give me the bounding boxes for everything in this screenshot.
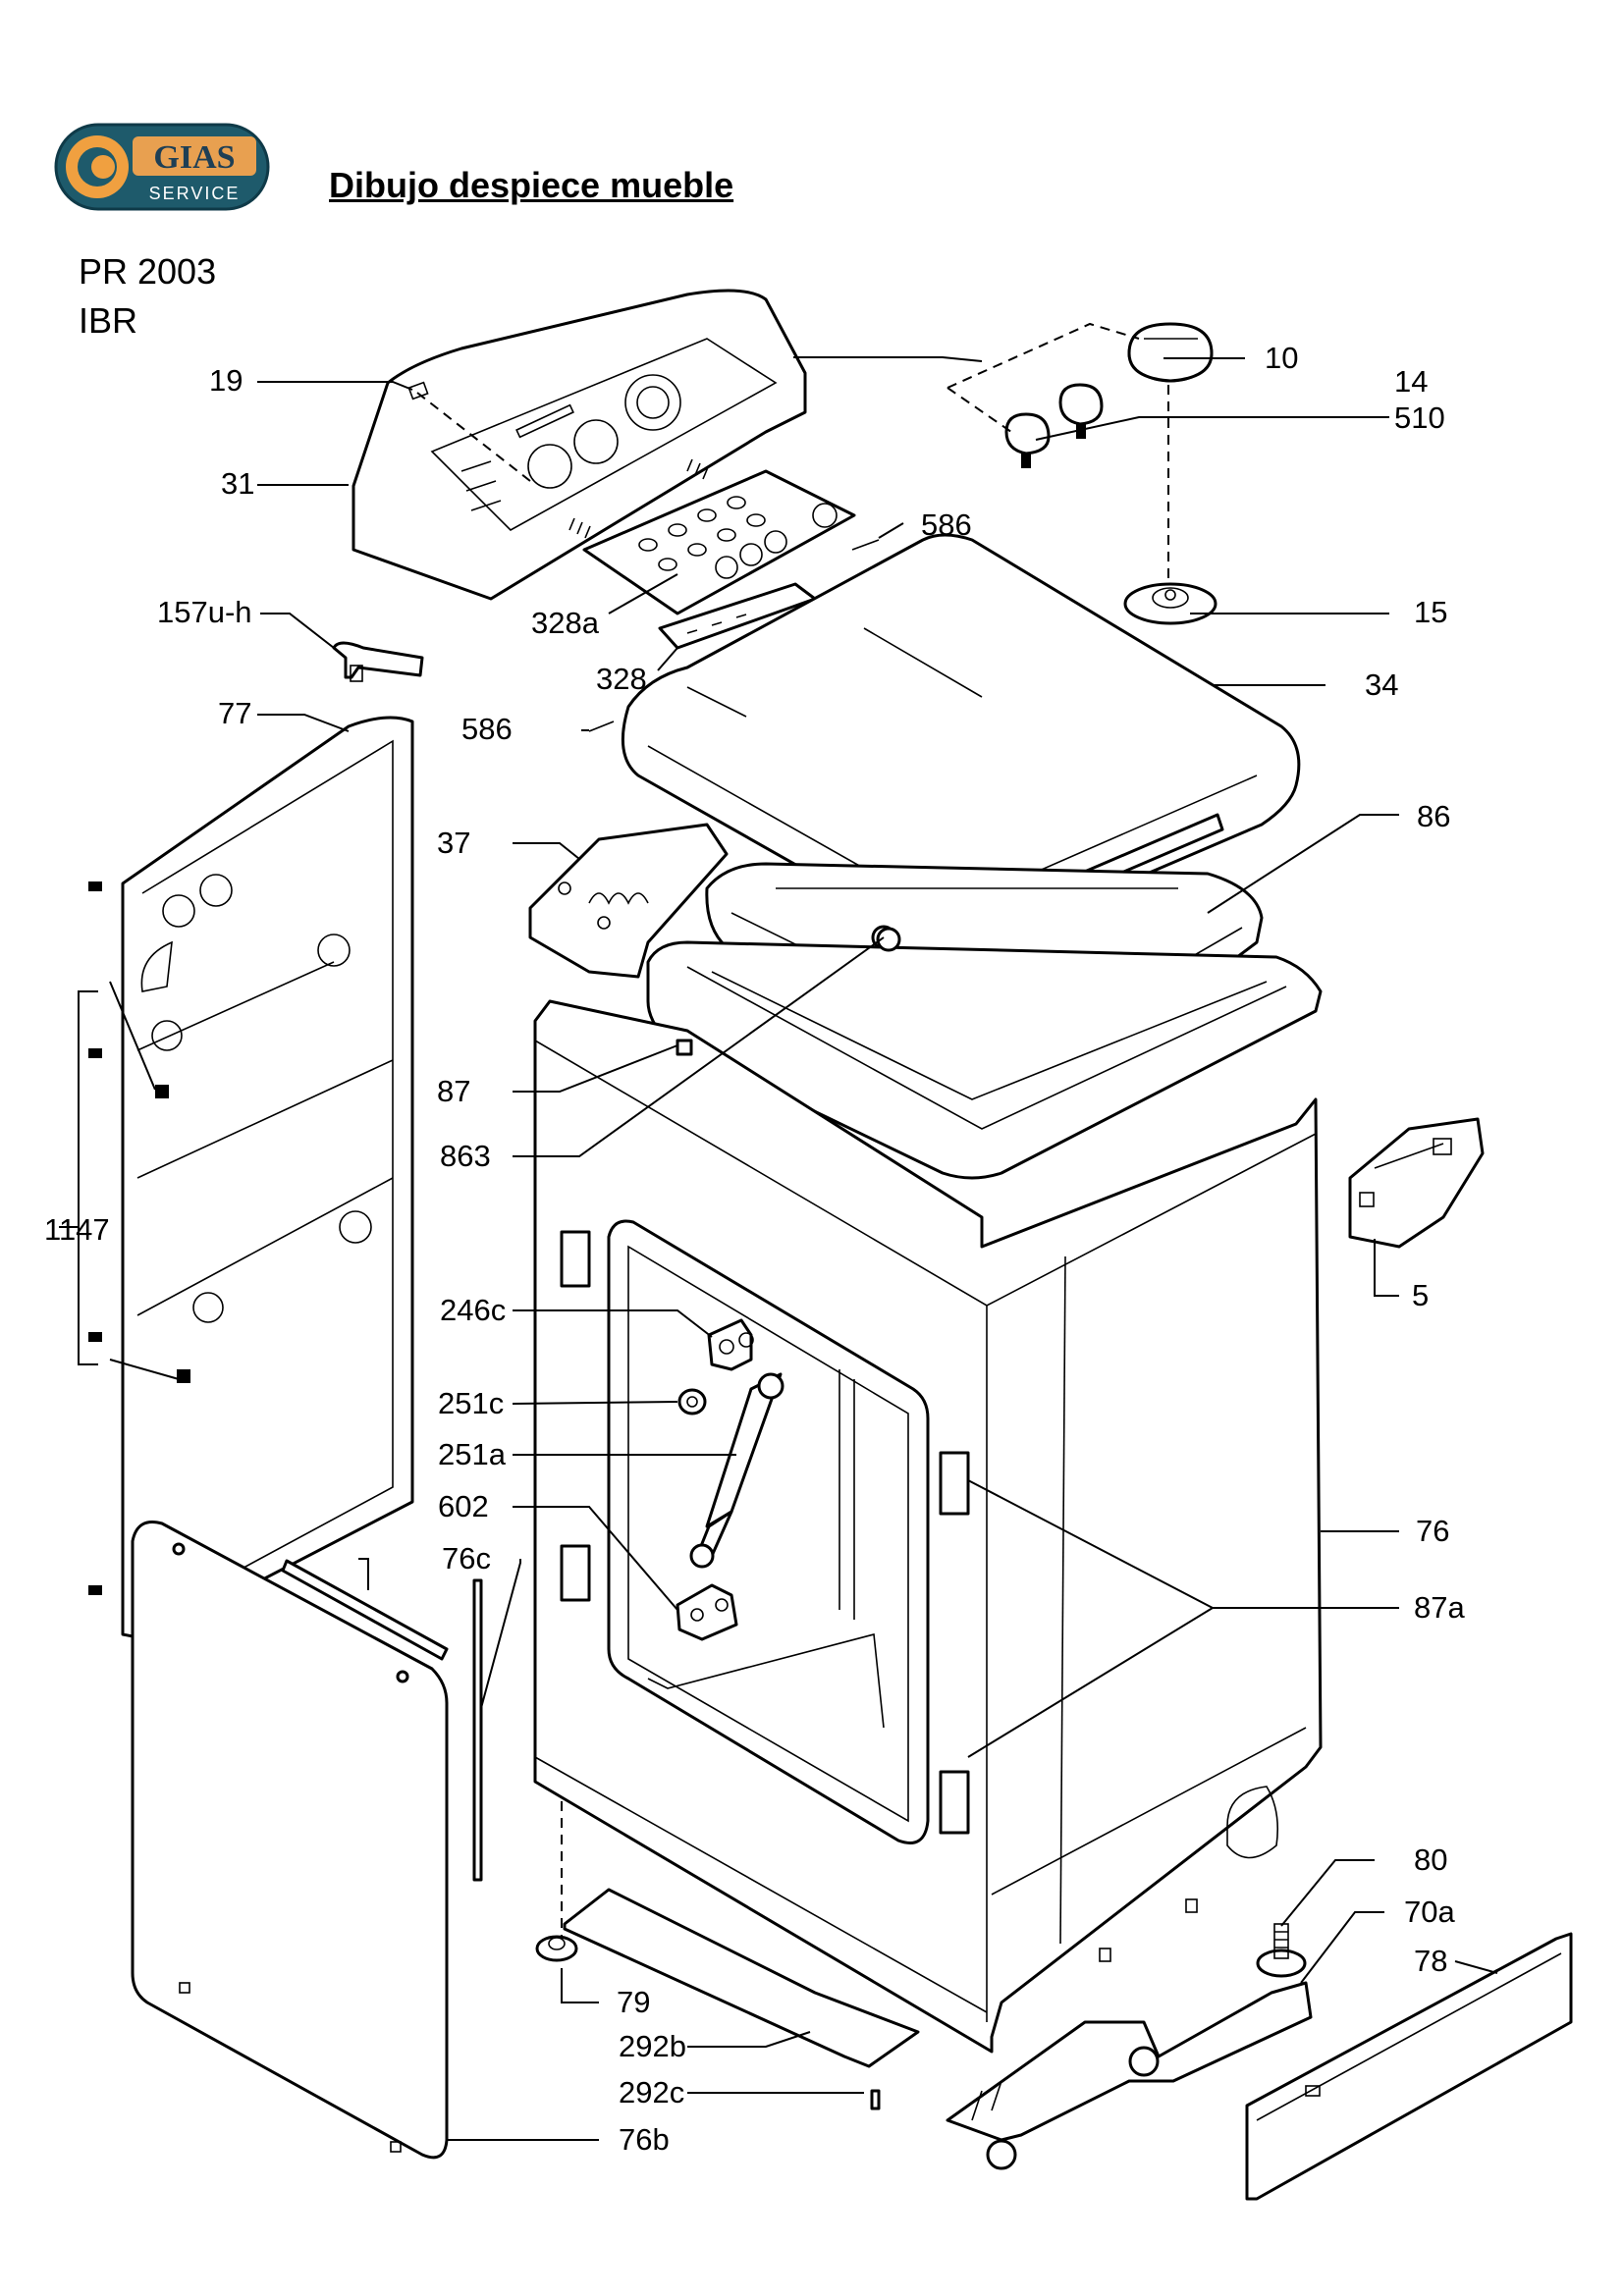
model-variant: IBR (79, 300, 138, 341)
callout-label: 14 (1394, 364, 1428, 399)
callout-label: 31 (221, 466, 254, 501)
electronic-board-part (582, 469, 856, 615)
cabinet-part (533, 999, 1323, 2054)
callout-label: 37 (437, 826, 470, 860)
callout-label: 863 (440, 1139, 491, 1173)
base-bracket-part (946, 1981, 1313, 2170)
gias-service-logo: GIAS SERVICE (54, 123, 270, 211)
callout-label: 76c (442, 1541, 491, 1575)
leader-lines (59, 356, 1498, 2141)
shock-absorber-part (676, 1318, 784, 1641)
callout-label: 70a (1404, 1895, 1455, 1929)
callout-label: 87a (1414, 1590, 1465, 1625)
callout-label: 586 (461, 712, 513, 746)
callout-label: 77 (218, 696, 251, 730)
rear-panel-part (121, 716, 414, 1641)
callout-label: 157u-h (157, 595, 252, 629)
model-code: PR 2003 (79, 251, 217, 292)
callout-label: 80 (1414, 1842, 1447, 1877)
dispenser-part (528, 823, 729, 979)
logo-wordmark: GIAS (153, 139, 235, 176)
timer-part (1123, 582, 1217, 625)
lid-part (621, 533, 1301, 951)
foot-part (535, 1935, 578, 1962)
callout-label: 10 (1265, 341, 1298, 375)
callout-label: 602 (438, 1489, 489, 1523)
plinth-part (1245, 1932, 1573, 2201)
logo-subtitle: SERVICE (149, 184, 241, 203)
part-callouts: 19 31 157u-h 77 1147 328a 328 586 586 10… (44, 341, 1465, 2157)
callout-label: 76 (1416, 1514, 1449, 1548)
adjustable-foot-part (1256, 1923, 1307, 1978)
callout-label: 34 (1365, 667, 1398, 702)
callout-label: 87 (437, 1074, 470, 1108)
callout-label: 251a (438, 1437, 507, 1471)
callout-label: 5 (1412, 1278, 1429, 1312)
callout-label: 251c (438, 1386, 504, 1420)
callout-label: 586 (921, 507, 972, 542)
callout-label: 15 (1414, 595, 1447, 629)
screw-part (88, 881, 190, 1595)
callout-label: 510 (1394, 400, 1445, 435)
callout-label: 79 (617, 1985, 650, 2019)
callout-label: 1147 (44, 1212, 110, 1247)
callout-label: 86 (1417, 799, 1450, 833)
callout-label: 19 (209, 363, 243, 398)
callout-label: 76b (619, 2122, 670, 2157)
callout-label: 328 (596, 662, 647, 696)
door-lock-part (1348, 1117, 1485, 1249)
callout-label: 78 (1414, 1944, 1447, 1978)
control-panel-part (352, 289, 807, 601)
button-knob-part (1004, 383, 1104, 468)
front-panel-part (131, 1521, 449, 2160)
callout-label: 292c (619, 2075, 684, 2109)
callout-label: 292b (619, 2029, 686, 2063)
program-knob-part (1127, 322, 1214, 383)
callout-label: 328a (531, 606, 600, 640)
page-title: Dibujo despiece mueble (329, 165, 734, 205)
callout-label: 246c (440, 1293, 506, 1327)
